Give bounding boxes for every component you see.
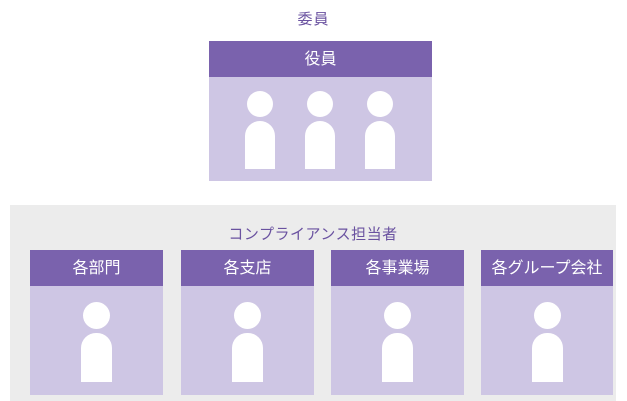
unit-box-title: 各支店 <box>181 250 314 286</box>
person-icon <box>81 302 112 382</box>
executives-box: 役員 <box>209 41 432 181</box>
unit-box-title: 各事業場 <box>331 250 464 286</box>
person-icon <box>382 302 413 382</box>
compliance-label: コンプライアンス担当者 <box>228 225 398 243</box>
unit-box-title: 各グループ会社 <box>481 250 613 286</box>
unit-box-title: 各部門 <box>30 250 163 286</box>
executives-box-title: 役員 <box>209 41 432 77</box>
person-icon <box>305 89 335 169</box>
person-icon <box>365 89 395 169</box>
unit-box-sites: 各事業場 <box>331 250 464 395</box>
unit-box-branches: 各支店 <box>181 250 314 395</box>
person-icon <box>232 302 263 382</box>
person-icon <box>532 302 563 382</box>
person-icon <box>245 89 275 169</box>
committee-label: 委員 <box>297 10 330 28</box>
unit-box-group-companies: 各グループ会社 <box>481 250 613 395</box>
unit-box-departments: 各部門 <box>30 250 163 395</box>
